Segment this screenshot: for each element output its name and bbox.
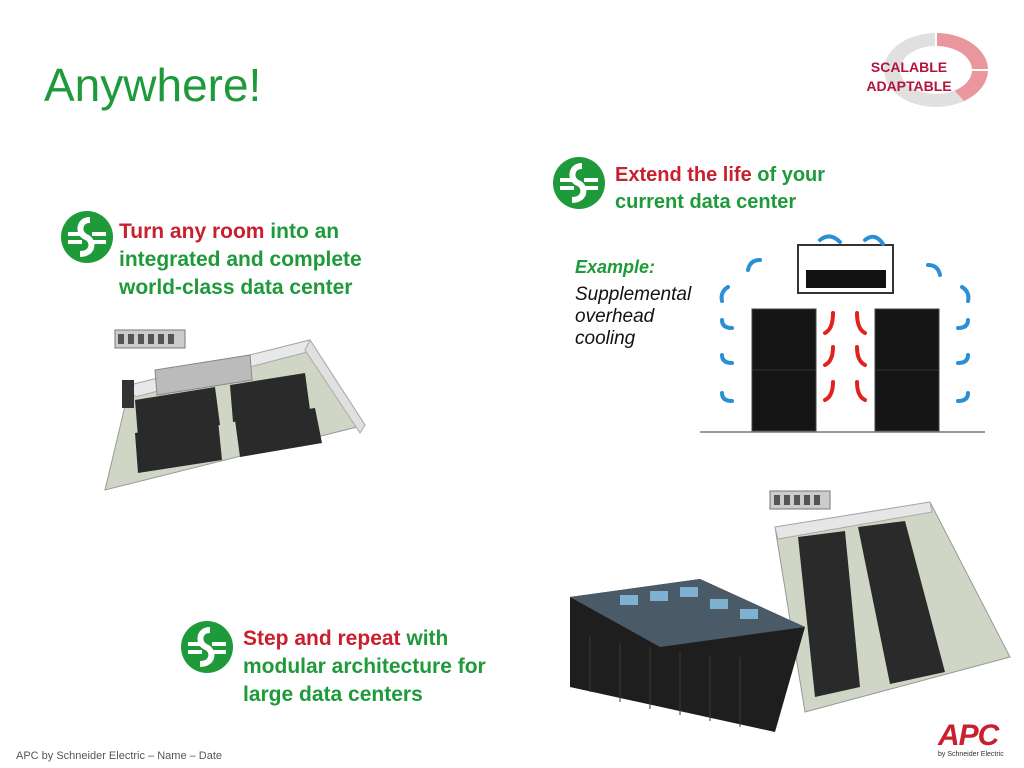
- block2-line1: Extend the life of your: [615, 162, 945, 189]
- block3-text: Step and repeat with modular architectur…: [243, 625, 563, 709]
- page-title: Anywhere!: [44, 59, 262, 111]
- donut-badge-icon: [884, 33, 988, 107]
- block1-line2: integrated and complete: [119, 248, 362, 271]
- block2-text: Extend the life of your current data cen…: [615, 162, 945, 216]
- example-label: Example:: [575, 257, 656, 277]
- block1-line3: world-class data center: [119, 276, 353, 299]
- badge-line2: ADAPTABLE: [866, 78, 952, 94]
- block2-rest: of your: [751, 164, 826, 186]
- block1-line1: Turn any room into an: [119, 218, 449, 246]
- apc-logo: APC: [938, 719, 999, 752]
- large-datacenter-illustration: [570, 490, 1011, 732]
- example-desc-line1: Supplemental: [575, 284, 692, 305]
- logo-tagline: by Schneider Electric: [938, 751, 1004, 758]
- block3-rest: with: [400, 627, 449, 650]
- badge-graphic: [844, 30, 994, 110]
- example-description: Supplemental overhead cooling: [575, 284, 725, 350]
- badge-line1: SCALABLE: [870, 59, 948, 75]
- block3-highlight: Step and repeat: [243, 627, 401, 650]
- example-desc-line3: cooling: [575, 328, 636, 349]
- badge-text: SCALABLE ADAPTABLE: [848, 58, 970, 96]
- example-desc-line2: overhead: [575, 306, 655, 327]
- block3-line2: modular architecture for: [243, 655, 486, 678]
- block2-line2: current data center: [615, 191, 797, 213]
- block2-highlight: Extend the life: [615, 164, 752, 186]
- block1-text: Turn any room into an integrated and com…: [119, 218, 449, 302]
- green-swirl-icon: [553, 157, 605, 209]
- green-swirl-icon: [61, 211, 113, 263]
- green-swirl-icon: [181, 621, 233, 673]
- room-datacenter-illustration: [104, 329, 366, 491]
- overhead-cooling-diagram: [700, 234, 985, 433]
- block3-line1: Step and repeat with: [243, 625, 563, 653]
- block1-highlight: Turn any room: [119, 220, 265, 243]
- block1-rest: into an: [264, 220, 340, 243]
- footer-text: APC by Schneider Electric – Name – Date: [16, 750, 223, 762]
- block3-line3: large data centers: [243, 683, 423, 706]
